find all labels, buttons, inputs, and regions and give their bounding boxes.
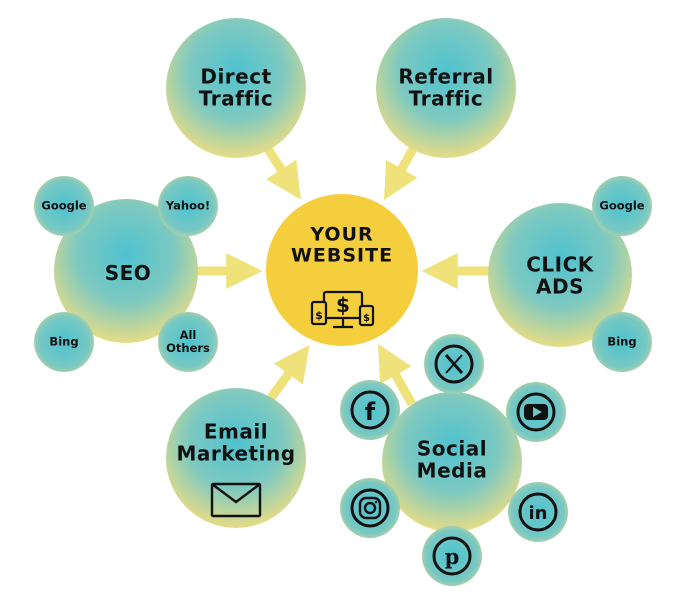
seo-all-others-bubble [158, 312, 218, 372]
svg-text:in: in [529, 503, 548, 524]
linkedin-icon: in [518, 492, 558, 532]
youtube-icon [516, 392, 556, 432]
linkedin-bubble [508, 482, 568, 542]
referral-traffic-label: Referral Traffic [398, 64, 494, 111]
pinterest-bubble [422, 526, 482, 586]
ads-google-label: Google [599, 198, 645, 213]
x-icon [434, 344, 474, 384]
click-ads-bubble [488, 203, 632, 347]
social-media-bubble [382, 392, 522, 532]
your-website-label: YOUR WEBSITE [290, 223, 394, 267]
seo-bubble [54, 199, 198, 343]
svg-text:$: $ [363, 313, 370, 324]
envelope-icon [210, 482, 262, 518]
referral-traffic-bubble [376, 18, 516, 158]
svg-text:p: p [445, 544, 460, 569]
seo-google-label: Google [41, 198, 87, 213]
click-ads-label: CLICK ADS [526, 252, 594, 299]
arrow-email [264, 344, 310, 405]
email-marketing-bubble [166, 388, 306, 528]
seo-google-bubble [34, 176, 94, 236]
email-marketing-label: Email Marketing [176, 419, 296, 466]
ads-google-bubble [592, 176, 652, 236]
seo-bing-bubble [34, 312, 94, 372]
website-dollar-devices-icon: $ $ $ [310, 290, 375, 329]
seo-label: SEO [104, 260, 152, 285]
instagram-bubble [340, 478, 400, 538]
seo-all-others-label: All Others [166, 328, 210, 355]
pinterest-icon: p [432, 536, 472, 576]
seo-bing-label: Bing [49, 334, 79, 349]
direct-traffic-label: Direct Traffic [198, 64, 274, 111]
ads-bing-bubble [592, 312, 652, 372]
facebook-icon: f [350, 390, 390, 430]
ads-bing-label: Bing [607, 334, 637, 349]
arrow-social [378, 343, 416, 407]
seo-yahoo-label: Yahoo! [165, 198, 211, 213]
svg-text:f: f [365, 398, 376, 426]
seo-yahoo-bubble [158, 176, 218, 236]
facebook-bubble [340, 380, 400, 440]
instagram-icon [350, 488, 390, 528]
svg-text:$: $ [315, 309, 323, 322]
direct-traffic-bubble [166, 18, 306, 158]
social-media-label: Social Media [416, 436, 488, 483]
your-website-bubble [266, 194, 418, 346]
svg-text:$: $ [336, 293, 350, 317]
